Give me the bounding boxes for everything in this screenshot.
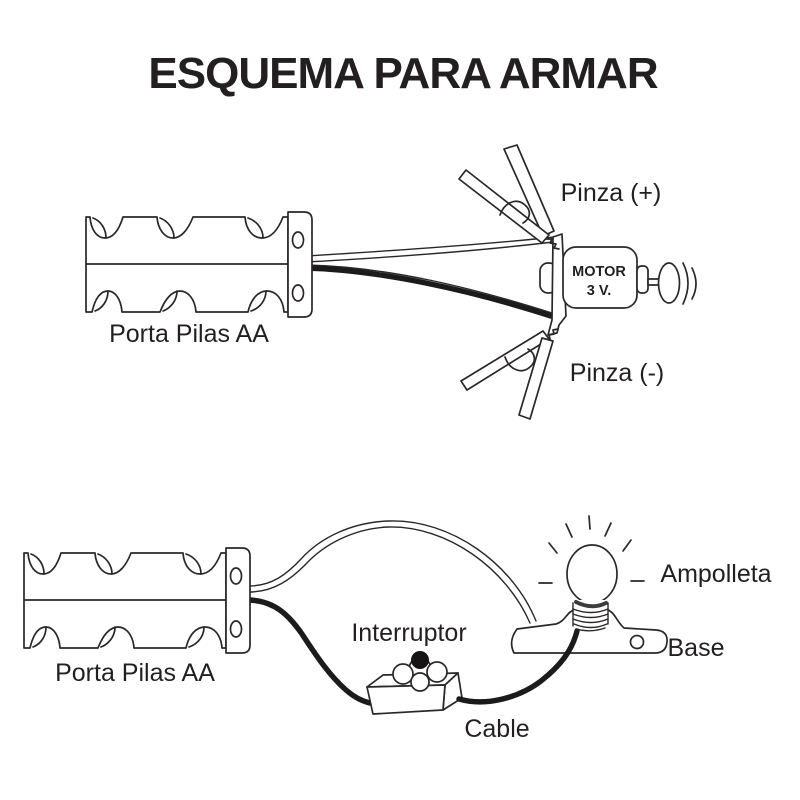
motion-line-icon [691, 267, 697, 300]
lamp-circuit: Interruptor Ampolleta Base Cable Porta P… [23, 515, 772, 743]
motor-disc [657, 262, 681, 304]
alligator-clip-positive [458, 144, 555, 244]
negative-wire-outline [305, 264, 553, 314]
switch-button [392, 663, 414, 685]
motor-circuit: MOTOR 3 V. Pinza (+) Pinza (-) Porta Pil… [85, 144, 697, 420]
motor-label-line2: 3 V. [587, 283, 611, 299]
cable [456, 628, 580, 705]
positive-clip-label: Pinza (+) [561, 179, 662, 207]
positive-wire [305, 236, 556, 257]
switch-wire [246, 597, 373, 706]
switch-knob [411, 651, 429, 669]
battery-holder [23, 547, 251, 654]
battery-holder-label: Porta Pilas AA [109, 320, 269, 348]
battery-holder [85, 211, 313, 318]
negative-wire [303, 265, 554, 319]
lamp-wire-top-outline [248, 526, 531, 624]
alligator-clip-negative [460, 330, 554, 420]
switch-button [426, 661, 448, 683]
switch-button [410, 672, 430, 692]
bulb-glass [566, 544, 618, 604]
page-title: ESQUEMA PARA ARMAR [148, 49, 657, 98]
switch-label: Interruptor [351, 619, 466, 647]
motion-line-icon [682, 262, 689, 305]
lamp-wire-top [248, 520, 537, 622]
battery-holder-label: Porta Pilas AA [55, 659, 215, 687]
negative-clip-label: Pinza (-) [570, 359, 664, 387]
base-screw-hole [629, 634, 645, 650]
motor-label-line1: MOTOR [572, 264, 626, 280]
bulb [566, 544, 618, 632]
motor: MOTOR 3 V. [562, 246, 697, 309]
switch-front-face [366, 684, 446, 715]
base-label: Base [668, 634, 725, 662]
positive-wire-outline [305, 241, 554, 263]
bulb-label: Ampolleta [660, 560, 771, 588]
cable-label: Cable [464, 715, 529, 743]
light-rays-icon [538, 515, 645, 584]
switch [366, 651, 463, 715]
motor-hub [636, 265, 649, 294]
